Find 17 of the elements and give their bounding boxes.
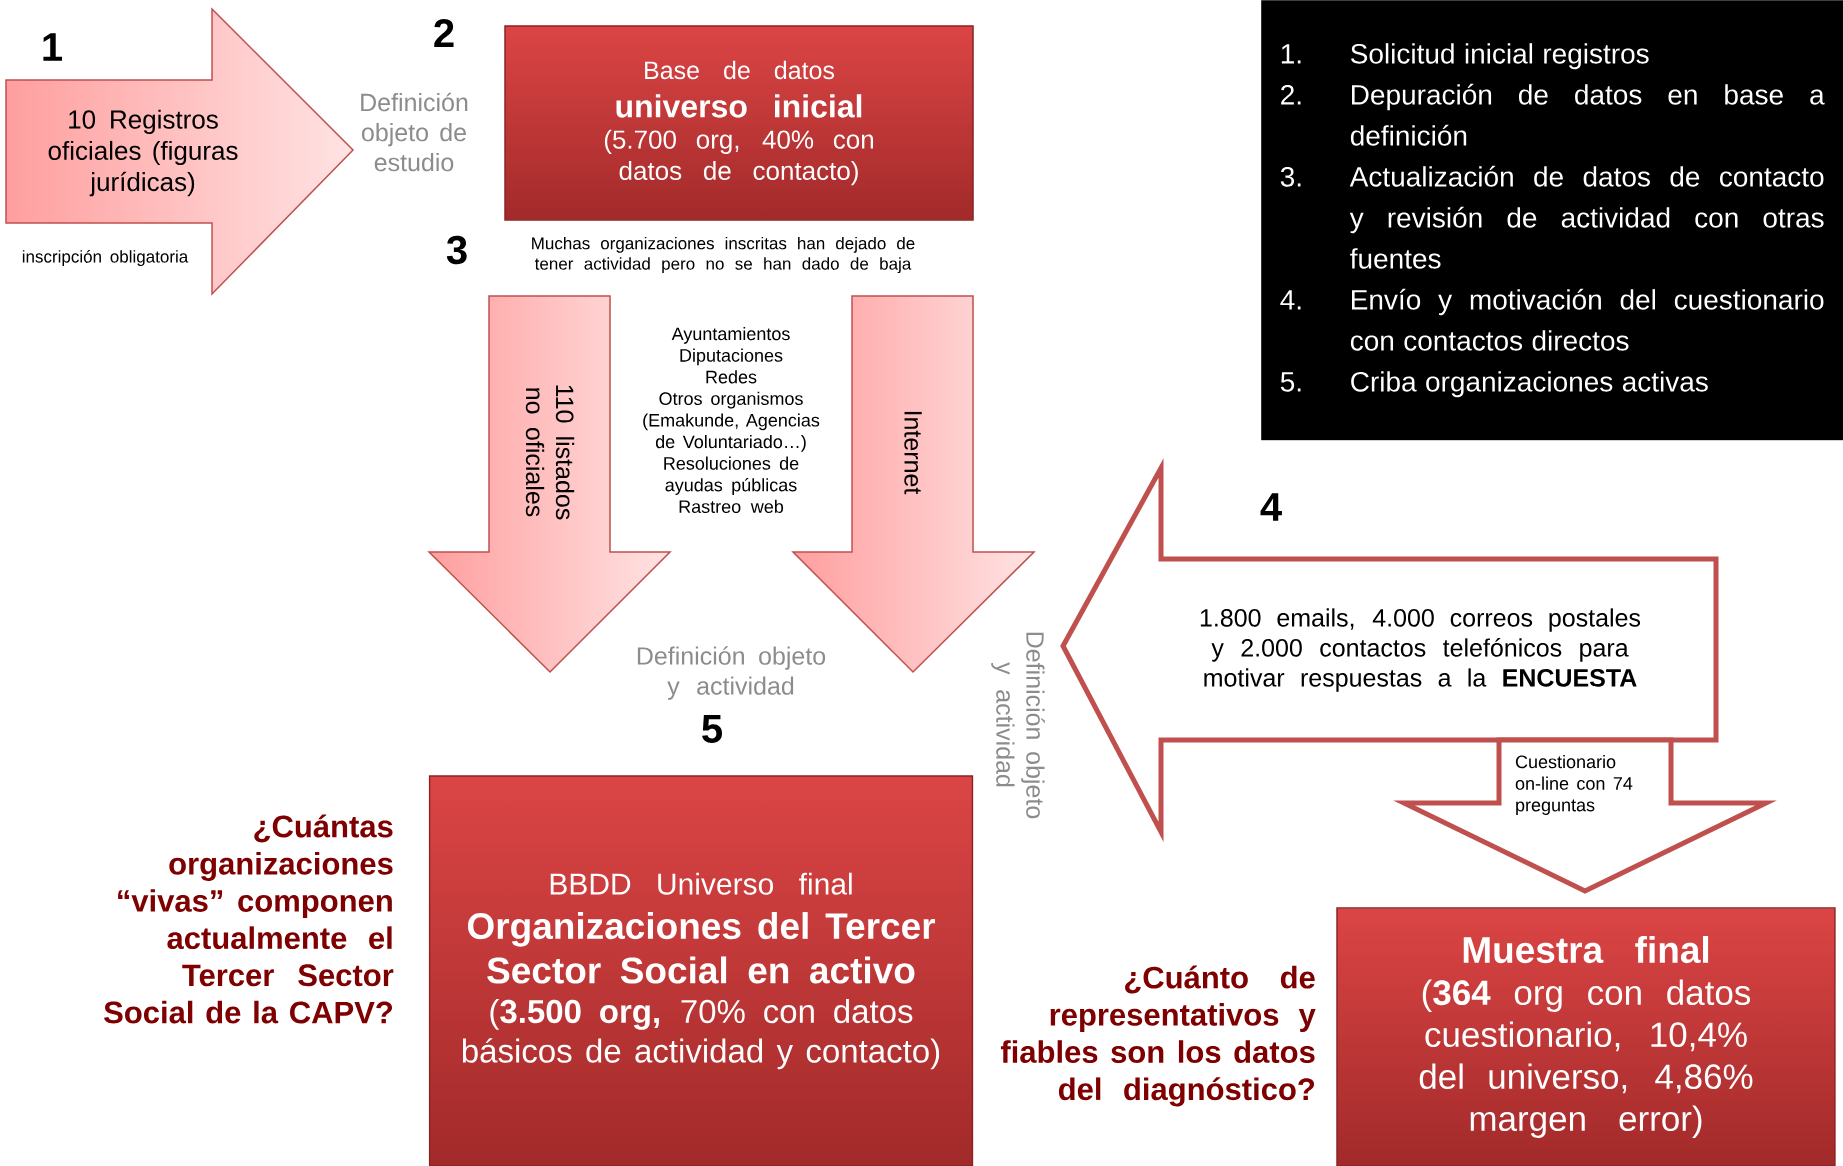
annotation-text: Muchas organizaciones inscritas han dejado de tener actividad pero no se han dado de baja <box>532 236 915 274</box>
label: Redes <box>706 370 757 384</box>
step-number: 4 <box>1260 493 1282 521</box>
annotation-text: Definición objeto de estudio <box>361 92 468 172</box>
numbered-list-panel: 1. Solicitud inicial registros 2. Depuración de datos en base a definición 3. Actualización de datos de contacto y revisión de actividad con otras fuentes 4. Envío y motivación del cuestionario con contactos directos 5. Criba organizaciones activas <box>1261 0 1843 441</box>
database-box: Muestra final (364 org con datos cuestionario, 10,4% del universo, 4,86% margen error) <box>1336 907 1836 1166</box>
step-number: 5 <box>702 715 722 743</box>
step-number: 2 <box>434 19 454 47</box>
label: Ayuntamientos <box>671 326 790 344</box>
question-text: ¿Cuántas organizaciones “vivas” componen actualmente el Tercer Sector Social de la CAPV? <box>104 814 394 1024</box>
label: Rastreo web <box>679 499 784 513</box>
label: Diputaciones <box>680 348 783 366</box>
step-number: 3 <box>446 235 467 265</box>
database-box: BBDD Universo final Organizaciones del Tercer Sector Social en activo (3.500 org, 70% con datos básicos de actividad y contacto) <box>428 775 974 1166</box>
database-box: Base de datos universo inicial (5.700 org, 40% con datos de contacto) <box>504 25 974 221</box>
step-number: 1 <box>43 33 62 61</box>
question-text: ¿Cuánto de representativos y fiables son los datos del diagnóstico? <box>1000 965 1316 1107</box>
